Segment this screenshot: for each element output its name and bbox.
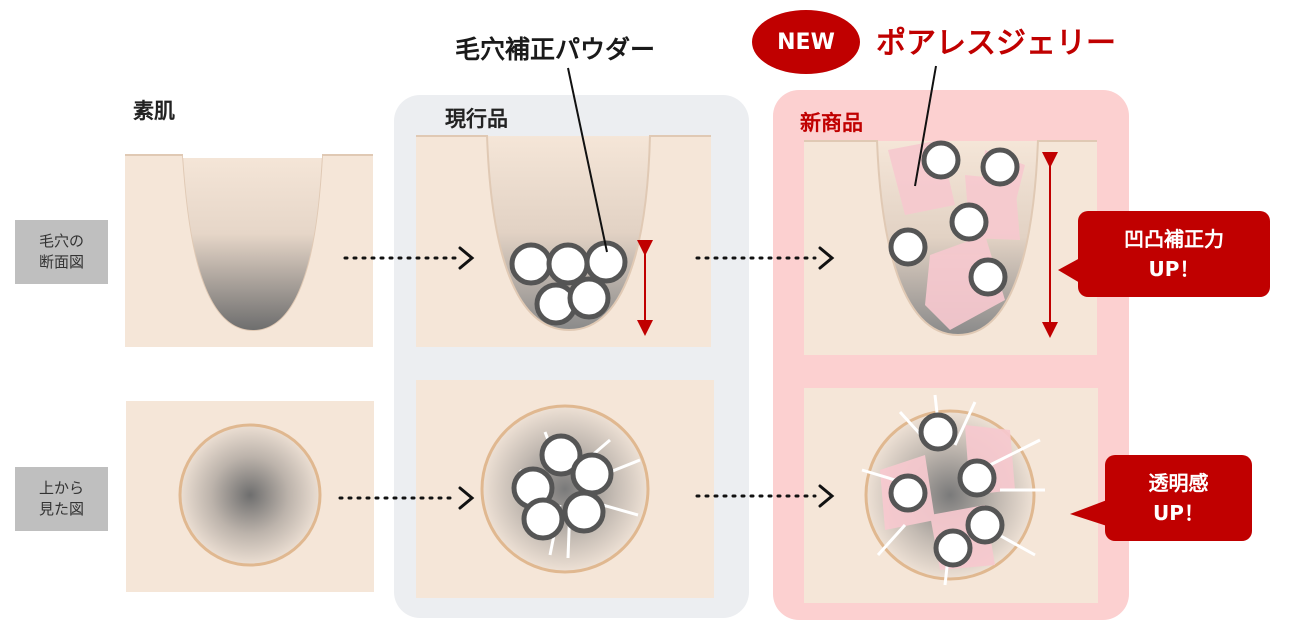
callout-transparency-line1: 透明感 — [1148, 471, 1209, 495]
current-top-particles — [511, 433, 614, 541]
side-label-cross-section-line2: 断面図 — [38, 253, 84, 271]
current-product-heading: 現行品 — [445, 107, 508, 131]
bare-pore-shape — [125, 150, 373, 332]
callout-unevenness-line2: UP！ — [1148, 257, 1200, 281]
side-label-top-view: 上から 見た図 — [15, 467, 108, 531]
callout-transparency-line2: UP！ — [1153, 501, 1204, 525]
powder-leader-line — [567, 67, 608, 253]
side-label-cross-section-line1: 毛穴の — [38, 232, 84, 250]
bare-top-pore — [178, 423, 322, 567]
callout-transparency: 透明感 UP！ — [1105, 455, 1252, 541]
new-badge: NEW — [752, 10, 860, 74]
current-top-pore — [480, 404, 650, 574]
side-label-cross-section: 毛穴の 断面図 — [15, 220, 108, 284]
powder-label: 毛穴補正パウダー — [455, 35, 656, 64]
current-powder-particles — [509, 240, 628, 326]
callout-unevenness: 凹凸補正力 UP！ — [1078, 211, 1270, 297]
callout2-tail — [1070, 500, 1107, 526]
callout1-tail — [1058, 258, 1080, 283]
side-label-top-view-line1: 上から — [38, 479, 84, 497]
dotted-arrows — [338, 246, 835, 510]
new-powder-particles — [888, 140, 1020, 297]
jelly-leader-line — [914, 65, 937, 187]
side-label-top-view-line2: 見た図 — [38, 500, 84, 518]
callout-unevenness-line1: 凹凸補正力 — [1124, 227, 1224, 251]
new-top-particles — [888, 412, 1005, 568]
bare-skin-heading: 素肌 — [133, 99, 175, 123]
product-name: ポアレスジェリー — [876, 26, 1116, 61]
new-product-heading: 新商品 — [800, 111, 863, 135]
